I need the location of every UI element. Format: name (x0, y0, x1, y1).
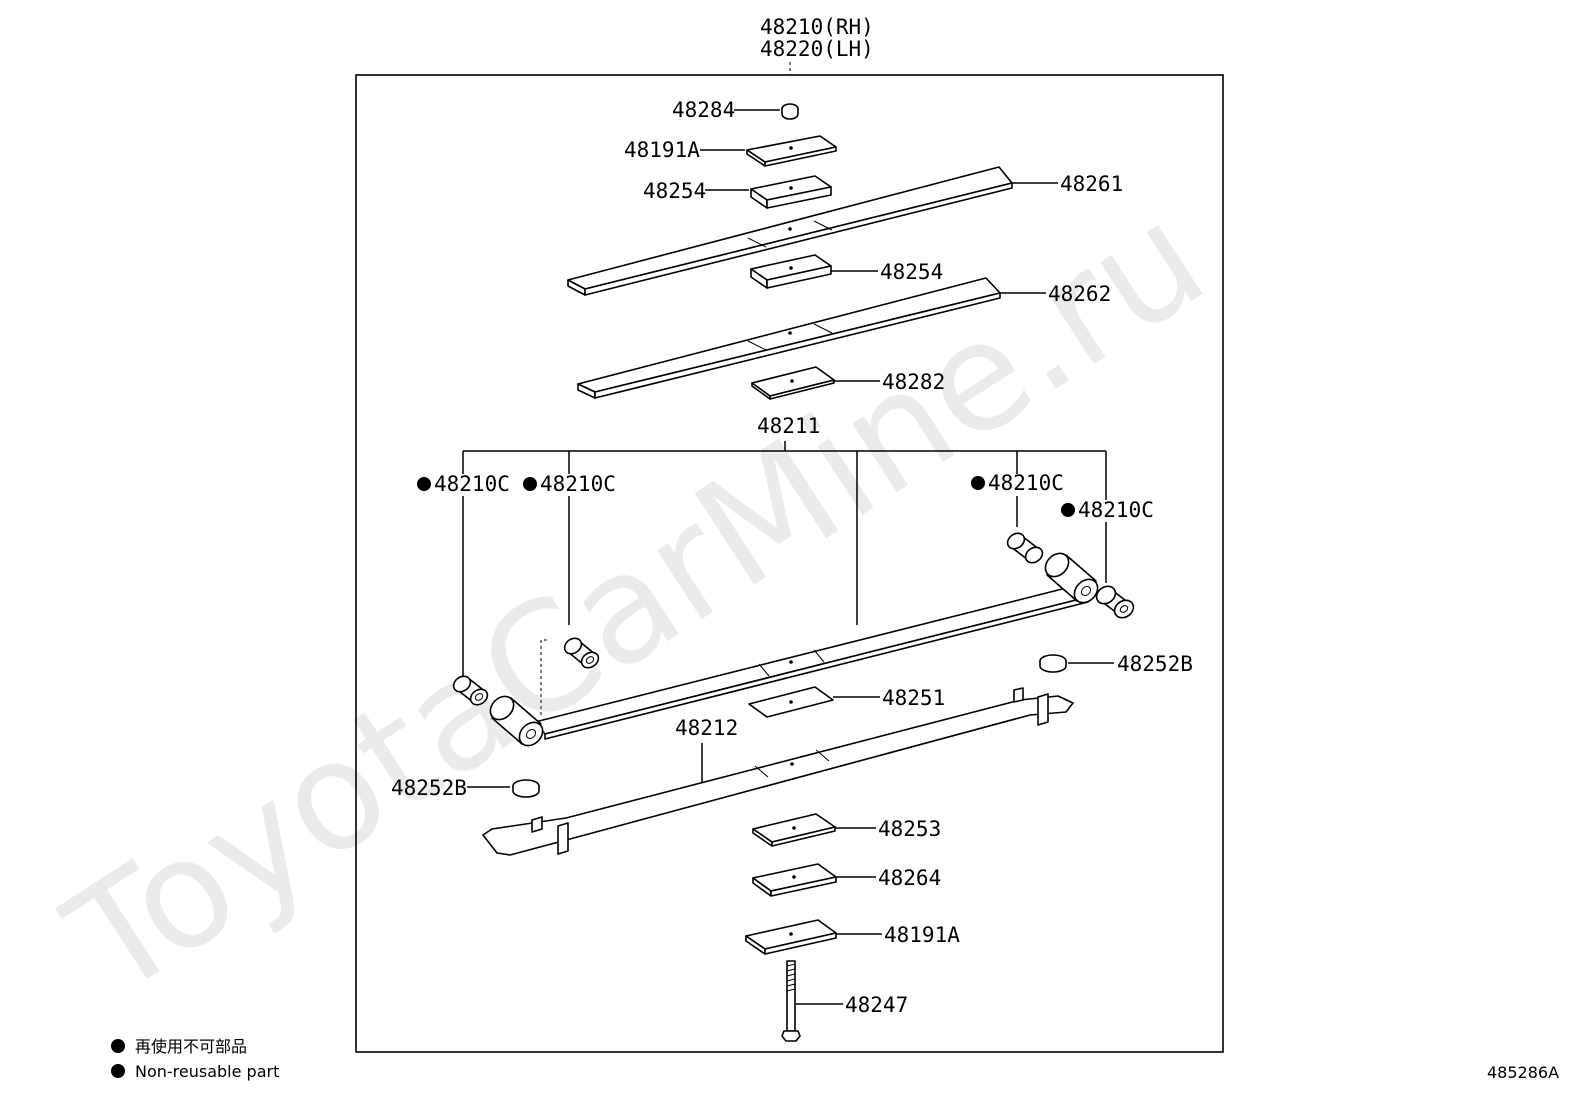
part-48252b-left[interactable] (467, 779, 540, 798)
legend-dot-japanese (111, 1039, 125, 1053)
part-48264-pad[interactable] (752, 863, 876, 897)
part-48252b-right[interactable] (1039, 654, 1114, 673)
label-48252b-left: 48252B (391, 776, 467, 800)
diagram-code: 485286A (1487, 1063, 1559, 1082)
part-48262-leaf[interactable] (577, 277, 1046, 399)
part-48261-leaf[interactable] (567, 166, 1058, 296)
label-48282: 48282 (882, 370, 945, 394)
bushing-48210c-3[interactable] (1005, 530, 1046, 566)
label-48251: 48251 (882, 686, 945, 710)
part-48284[interactable] (734, 103, 799, 120)
part-48254-top[interactable] (705, 175, 832, 209)
part-48211-main-leaf[interactable] (486, 549, 1103, 751)
leader-48211-bracket (462, 441, 1107, 625)
non-reusable-dot-4 (1061, 503, 1075, 517)
label-48252b-right: 48252B (1117, 652, 1193, 676)
part-48191a-bottom[interactable] (745, 919, 882, 955)
non-reusable-dot-1 (417, 477, 431, 491)
label-48211: 48211 (757, 414, 820, 438)
part-48254-mid[interactable] (750, 254, 878, 289)
non-reusable-dot-3 (971, 476, 985, 490)
label-48254-top: 48254 (643, 179, 706, 203)
bushing-48210c-2[interactable] (562, 635, 602, 671)
label-48210c-3: 48210C (988, 471, 1064, 495)
label-48253: 48253 (878, 817, 941, 841)
assembly-frame (355, 74, 1224, 1053)
part-48282-pad[interactable] (751, 366, 880, 400)
part-48253-pad[interactable] (752, 813, 876, 847)
label-48191a-top: 48191A (624, 138, 700, 162)
part-48251-pad[interactable] (748, 686, 880, 718)
assembly-label-rh: 48210(RH) (760, 15, 874, 39)
label-48261: 48261 (1060, 172, 1123, 196)
label-48212: 48212 (675, 716, 738, 740)
label-48264: 48264 (878, 866, 941, 890)
label-48191a-bottom: 48191A (884, 923, 960, 947)
label-48210c-4: 48210C (1078, 498, 1154, 522)
assembly-label-lh: 48220(LH) (760, 37, 874, 61)
legend-japanese: 再使用不可部品 (135, 1037, 247, 1056)
part-48191a-top[interactable] (700, 135, 837, 167)
bushing-48210c-4[interactable] (1093, 583, 1137, 622)
label-48262: 48262 (1048, 282, 1111, 306)
label-48284: 48284 (672, 98, 735, 122)
label-48210c-1: 48210C (434, 472, 510, 496)
label-48254-mid: 48254 (880, 260, 943, 284)
legend-english: Non-reusable part (135, 1062, 279, 1081)
label-48210c-2: 48210C (540, 472, 616, 496)
part-48212-helper-leaf[interactable] (482, 687, 1074, 856)
legend-dot-english (111, 1064, 125, 1078)
label-48247: 48247 (845, 993, 908, 1017)
bushing-48210c-1[interactable] (451, 673, 491, 708)
part-48247-center-bolt[interactable] (781, 960, 843, 1042)
non-reusable-dot-2 (523, 477, 537, 491)
